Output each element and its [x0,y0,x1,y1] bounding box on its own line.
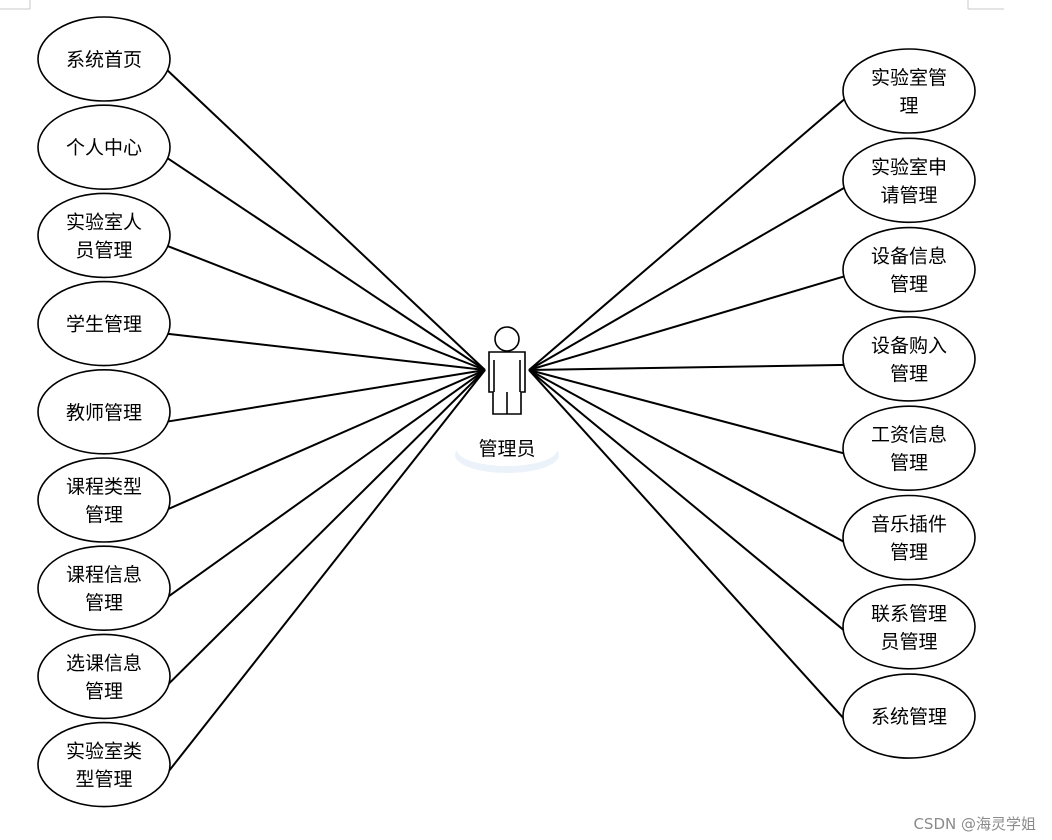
use-case-ellipse[interactable] [37,457,171,543]
use-case-ellipse[interactable] [842,673,976,759]
use-case-label: 管理 [890,274,928,296]
use-case-label: 设备购入 [871,335,947,357]
use-case-label: 课程信息 [66,564,142,586]
association-line-equipment-purchase-management [528,363,847,371]
use-case-label: 管理 [890,363,928,385]
use-case-label: 联系管理 [871,603,947,625]
use-case-label: 请管理 [880,184,937,206]
use-case-label: 设备信息 [871,246,947,268]
use-case-label: 系统管理 [871,706,947,728]
person-icon [488,326,526,415]
actor-label: 管理员 [478,438,535,460]
page-corner-marks [0,0,1004,10]
use-case-ellipse[interactable] [37,104,171,190]
use-case-label: 实验室申 [871,156,947,178]
use-case-ellipse[interactable] [37,16,171,102]
association-line-equipment-info-management [528,274,848,371]
use-case-ellipse[interactable] [842,494,976,581]
use-case-ellipse[interactable] [37,721,171,808]
association-line-music-plugin-management [528,369,848,545]
use-case-label: 理 [899,95,918,117]
association-lines [165,68,848,776]
use-case-label: 课程类型 [66,476,142,498]
association-line-lab-staff-management [165,244,486,371]
association-line-student-management [165,332,486,371]
use-case-label: 员管理 [75,239,132,261]
use-case-label: 管理 [890,452,928,474]
use-case-teacher-management[interactable]: 教师管理 [37,368,171,455]
use-case-label: 音乐插件 [871,514,947,536]
use-case-label: 型管理 [75,769,132,791]
actor-label-glow-inner [457,434,557,466]
association-line-lab-management [528,96,848,371]
use-case-label: 选课信息 [66,652,142,674]
use-case-label: 教师管理 [66,402,142,424]
watermark-text: CSDN @海灵学姐 [913,815,1036,833]
association-line-system-management [528,369,848,723]
association-line-teacher-management [165,369,486,423]
use-case-ellipse[interactable] [842,405,976,492]
association-line-contact-admin-management [528,369,848,634]
use-case-ellipse[interactable] [842,316,976,402]
use-case-label: 实验室管 [871,67,947,89]
association-line-course-info-management [165,369,486,600]
actor-administrator: 管理员 [455,326,559,473]
association-line-lab-application-management [528,185,848,371]
association-line-system-home [165,68,486,371]
use-case-label: 学生管理 [66,314,142,336]
use-case-ellipse[interactable] [842,137,976,224]
use-case-label: 系统首页 [66,49,142,71]
use-case-system-management[interactable]: 系统管理 [842,673,976,759]
right-use-cases: 实验室管理实验室申请管理设备信息管理设备购入管理工资信息管理音乐插件管理联系管理… [842,48,976,759]
use-case-personal-center[interactable]: 个人中心 [37,104,171,190]
use-case-label: 员管理 [880,631,937,653]
use-case-ellipse[interactable] [37,280,171,367]
use-case-ellipse[interactable] [37,192,171,279]
association-line-salary-info-management [528,369,848,456]
use-case-label: 个人中心 [66,137,142,159]
use-case-student-management[interactable]: 学生管理 [37,280,171,367]
use-case-ellipse[interactable] [37,633,171,720]
association-line-course-type-management [165,369,486,511]
use-case-label: 实验室类 [66,741,142,763]
use-case-ellipse[interactable] [37,368,171,455]
use-case-system-home[interactable]: 系统首页 [37,16,171,102]
use-case-label: 管理 [85,680,123,702]
use-case-ellipse[interactable] [842,226,976,313]
use-case-label: 管理 [85,504,123,526]
use-case-ellipse[interactable] [842,48,976,134]
association-line-lab-type-management [165,369,486,776]
use-case-ellipse[interactable] [842,583,976,670]
association-line-personal-center [165,156,486,371]
use-case-label: 工资信息 [871,424,947,446]
use-case-label: 实验室人 [66,211,142,233]
left-use-cases: 系统首页个人中心实验室人员管理学生管理教师管理课程类型管理课程信息管理选课信息管… [37,16,171,808]
use-case-label: 管理 [890,542,928,564]
use-case-ellipse[interactable] [37,545,171,632]
use-case-label: 管理 [85,592,123,614]
association-line-course-selection-management [165,369,486,688]
